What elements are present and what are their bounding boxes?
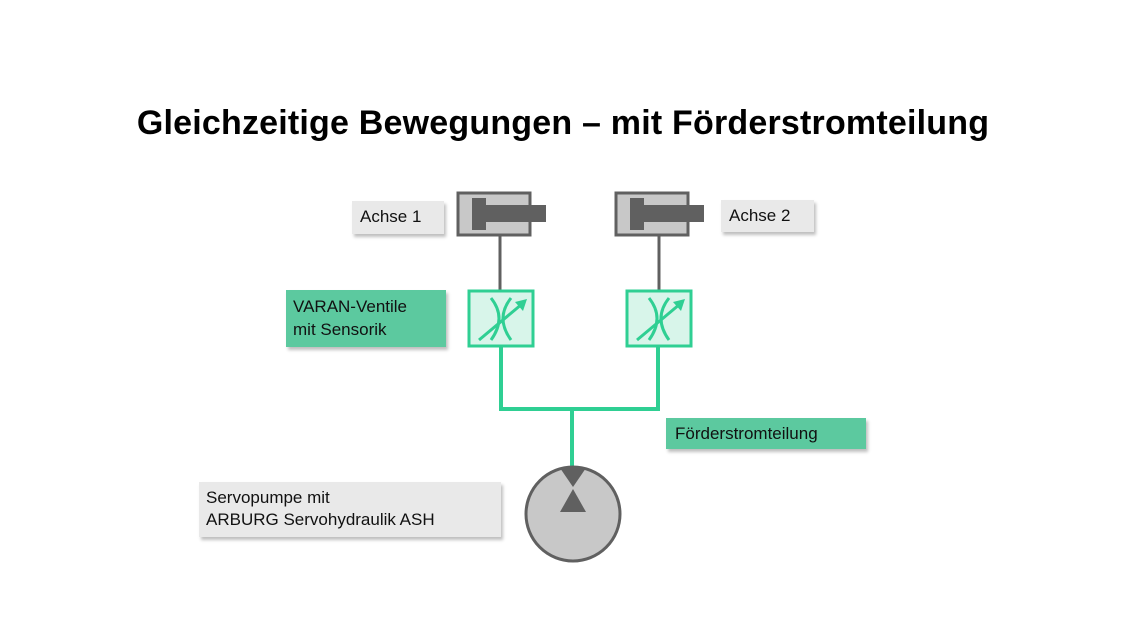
flow-division-label-text: Förderstromteilung	[675, 424, 818, 443]
proportional-flow-valve-icon	[467, 289, 535, 348]
hydraulic-line-flow-division	[499, 347, 660, 411]
slide-title: Gleichzeitige Bewegungen – mit Förderstr…	[136, 104, 990, 142]
proportional-flow-valve-icon	[625, 289, 693, 348]
pump-label-line2: ARBURG Servohydraulik ASH	[206, 510, 435, 529]
valves-label-line1: VARAN-Ventile	[293, 297, 408, 316]
flow-division-label: Förderstromteilung	[666, 418, 866, 449]
hydraulic-cylinder-icon	[456, 191, 546, 237]
pump-label-line1: Servopumpe mit	[206, 488, 330, 507]
valves-label-line2: mit Sensorik	[293, 320, 387, 339]
hydraulic-cylinder-icon	[614, 191, 704, 237]
axis2-label-text: Achse 2	[729, 206, 791, 225]
valves-label: VARAN-Ventile mit Sensorik	[286, 290, 446, 347]
servo-pump-icon	[524, 465, 622, 563]
pump-label: Servopumpe mit ARBURG Servohydraulik ASH	[199, 482, 501, 537]
axis2-label: Achse 2	[721, 200, 814, 232]
axis1-label-text: Achse 1	[360, 207, 422, 226]
axis1-label: Achse 1	[352, 201, 444, 234]
